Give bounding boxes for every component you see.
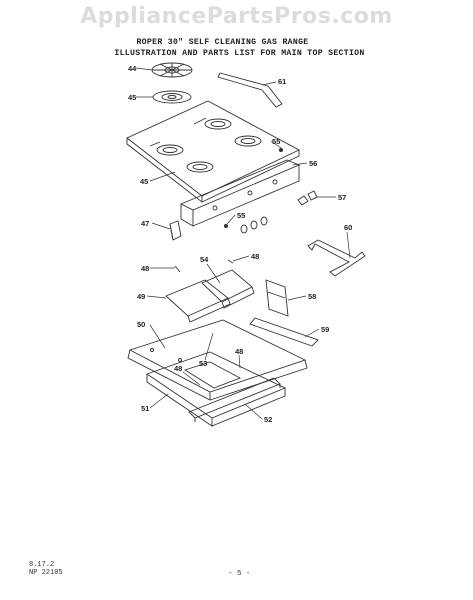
callout-58: 58 bbox=[308, 292, 316, 301]
callout-52: 52 bbox=[264, 415, 272, 424]
part-cooktop bbox=[126, 100, 300, 203]
footer-code: 8.17.2 bbox=[29, 561, 55, 569]
diagram-title: ROPER 30" SELF CLEANING GAS RANGE bbox=[136, 38, 309, 47]
part-panel-58 bbox=[265, 279, 289, 317]
callout-60: 60 bbox=[344, 223, 352, 232]
part-manifold-panel bbox=[179, 159, 301, 227]
callout-47: 47 bbox=[141, 219, 149, 228]
part-base-pan bbox=[127, 319, 308, 427]
callout-55-lower: 55 bbox=[237, 211, 245, 220]
part-duct-49 bbox=[165, 279, 231, 323]
callout-48-d: 48 bbox=[174, 364, 182, 373]
callout-50: 50 bbox=[137, 320, 145, 329]
callout-48-a: 48 bbox=[141, 264, 149, 273]
callout-55-upper: 55 bbox=[272, 137, 280, 146]
page-number: - 5 - bbox=[228, 570, 251, 578]
part-burner-cap bbox=[152, 90, 192, 104]
callout-48-c: 48 bbox=[235, 347, 243, 356]
part-strip-52 bbox=[188, 377, 281, 422]
callout-56: 56 bbox=[309, 159, 317, 168]
diagram-subtitle: ILLUSTRATION AND PARTS LIST FOR MAIN TOP… bbox=[114, 49, 365, 58]
callout-53: 53 bbox=[199, 359, 207, 368]
callout-61: 61 bbox=[278, 77, 286, 86]
part-strip-59 bbox=[249, 317, 319, 347]
part-valve-fittings bbox=[240, 216, 268, 234]
callout-48-b: 48 bbox=[251, 252, 259, 261]
callout-59: 59 bbox=[321, 325, 329, 334]
part-shield-54 bbox=[201, 269, 255, 309]
callout-51: 51 bbox=[141, 404, 149, 413]
callout-44: 44 bbox=[128, 64, 137, 73]
footer-part-number: NP 22105 bbox=[29, 569, 63, 577]
part-wire-60 bbox=[307, 239, 366, 277]
part-bracket-47 bbox=[169, 220, 182, 241]
callout-45-cooktop: 45 bbox=[140, 177, 148, 186]
part-clip-57 bbox=[297, 190, 318, 206]
callout-54: 54 bbox=[200, 255, 209, 264]
callout-57: 57 bbox=[338, 193, 346, 202]
callout-49: 49 bbox=[137, 292, 145, 301]
part-grate bbox=[151, 62, 193, 78]
leader-lines bbox=[135, 67, 351, 420]
part-rod-61 bbox=[217, 72, 283, 108]
watermark: AppliancePartsPros.com bbox=[80, 4, 393, 29]
callout-45-cap: 45 bbox=[128, 93, 136, 102]
